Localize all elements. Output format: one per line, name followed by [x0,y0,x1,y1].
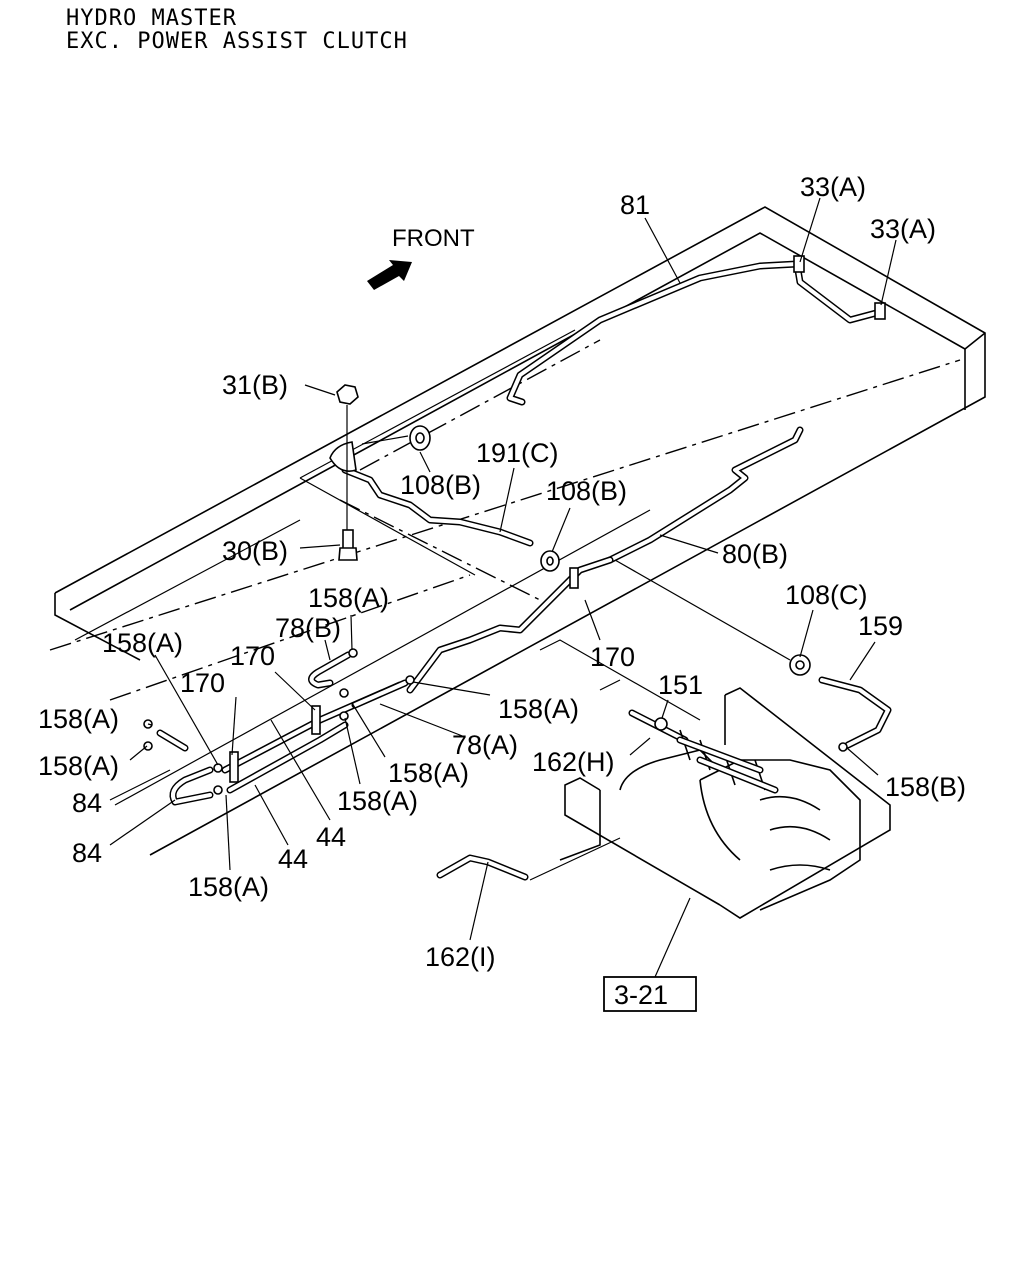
pipes-lower-left [143,567,579,806]
callout-158a-mid: 158(A) [498,694,579,724]
callout-158a-1: 158(A) [38,704,119,734]
callout-158a-3: 158(A) [388,758,469,788]
callout-108b-2: 108(B) [546,476,627,506]
callout-170-right: 170 [590,642,635,672]
callout-158b: 158(B) [885,772,966,802]
callout-158a-top: 158(A) [308,583,389,613]
callout-151: 151 [658,670,703,700]
header-line-2: EXC. POWER ASSIST CLUTCH [66,29,408,54]
header-line-1: HYDRO MASTER [66,6,237,31]
bracket [329,441,357,472]
callout-158a-left: 158(A) [102,628,183,658]
callout-84-1: 84 [72,788,102,818]
pipes-right [614,559,892,752]
front-label: FRONT [392,225,475,252]
callout-44-2: 44 [278,844,308,874]
callout-84-2: 84 [72,838,102,868]
clamp-170-left [229,751,239,783]
clip-33a-2 [874,302,886,320]
nut-31b [336,384,359,405]
reference-box[interactable]: 3-21 [603,976,697,1012]
clamp-170-right [569,567,579,589]
callout-159: 159 [858,611,903,641]
callout-31b: 31(B) [222,370,288,400]
fasteners-left [336,384,560,572]
joint-151 [654,717,668,731]
callout-158a-4: 158(A) [337,786,418,816]
callout-30b: 30(B) [222,536,288,566]
callout-labels: 81 33(A) 33(A) 31(B) 108(B) 191(C) 108(B… [38,172,966,972]
callout-158a-2: 158(A) [38,751,119,781]
callout-191c: 191(C) [476,438,559,468]
callout-44-1: 44 [316,822,346,852]
clip-33a-1 [793,255,805,273]
callout-33a-2: 33(A) [870,214,936,244]
callout-80b: 80(B) [722,539,788,569]
clamp-170-mid [311,705,321,735]
leader-lines [109,197,897,978]
reference-box-label: 3-21 [614,980,668,1010]
hose-162i [436,854,529,881]
callout-78b: 78(B) [275,613,341,643]
pipe-81 [506,255,886,406]
callout-162h: 162(H) [532,747,615,777]
pipe-80b [606,426,804,564]
callout-170-left2: 170 [180,668,225,698]
tank-assembly [529,639,891,919]
callout-108c: 108(C) [785,580,868,610]
callout-170-left1: 170 [230,641,275,671]
callout-162i: 162(I) [425,942,496,972]
callout-108b-1: 108(B) [400,470,481,500]
front-arrow-icon [367,260,412,290]
front-direction: FRONT [367,225,475,290]
callout-78a: 78(A) [452,730,518,760]
callout-81: 81 [620,190,650,220]
callout-158a-bottom: 158(A) [188,872,269,902]
callout-33a-1: 33(A) [800,172,866,202]
